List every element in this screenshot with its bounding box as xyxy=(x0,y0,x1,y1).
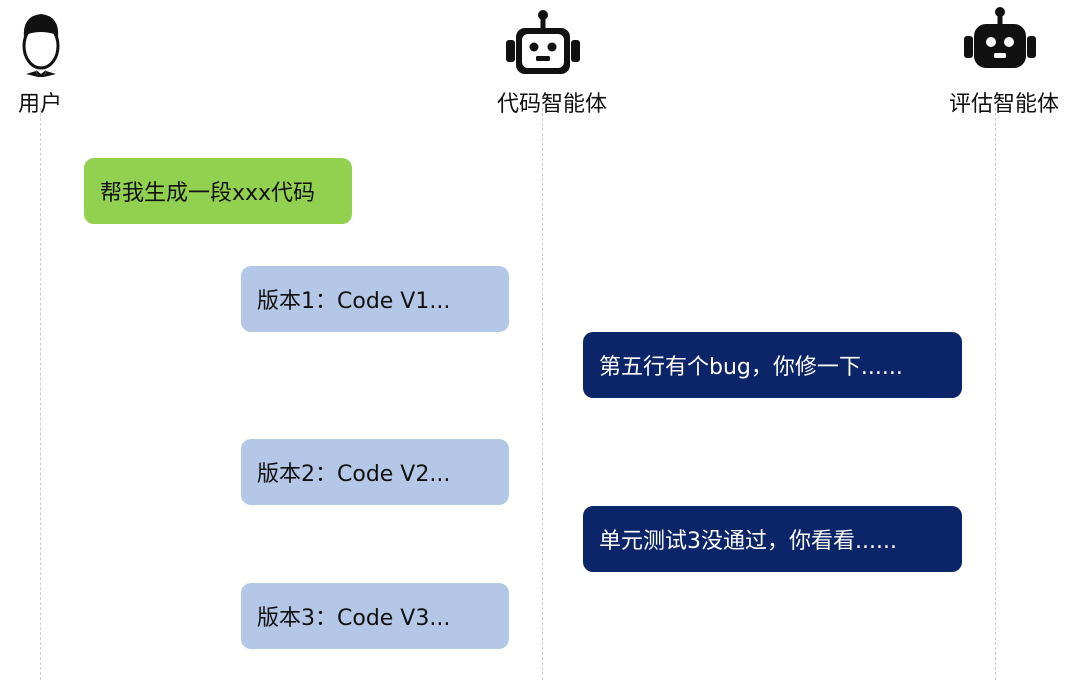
message-bubble: 版本1：Code V1... xyxy=(241,266,509,332)
user-icon xyxy=(22,14,60,77)
message-bubble: 帮我生成一段xxx代码 xyxy=(84,158,352,224)
code-agent-label: 代码智能体 xyxy=(496,92,608,117)
robot-icon xyxy=(506,10,580,74)
message-bubble: 版本3：Code V3... xyxy=(241,583,509,649)
message-text: 版本3：Code V3... xyxy=(257,606,451,631)
eval-agent-label: 评估智能体 xyxy=(948,92,1060,117)
user-label: 用户 xyxy=(17,92,63,117)
message-text: 版本1：Code V1... xyxy=(257,289,451,314)
eval-agent-lifeline xyxy=(995,108,996,680)
code-agent-lifeline xyxy=(542,108,543,680)
user-lifeline xyxy=(40,108,41,680)
message-text: 单元测试3没通过，你看看...... xyxy=(599,529,897,554)
message-text: 第五行有个bug，你修一下...... xyxy=(599,355,903,380)
message-bubble: 版本2：Code V2... xyxy=(241,439,509,505)
message-text: 帮我生成一段xxx代码 xyxy=(100,181,316,206)
robot-icon xyxy=(964,7,1036,68)
message-text: 版本2：Code V2... xyxy=(257,462,451,487)
message-bubble: 第五行有个bug，你修一下...... xyxy=(583,332,962,398)
message-bubble: 单元测试3没通过，你看看...... xyxy=(583,506,962,572)
